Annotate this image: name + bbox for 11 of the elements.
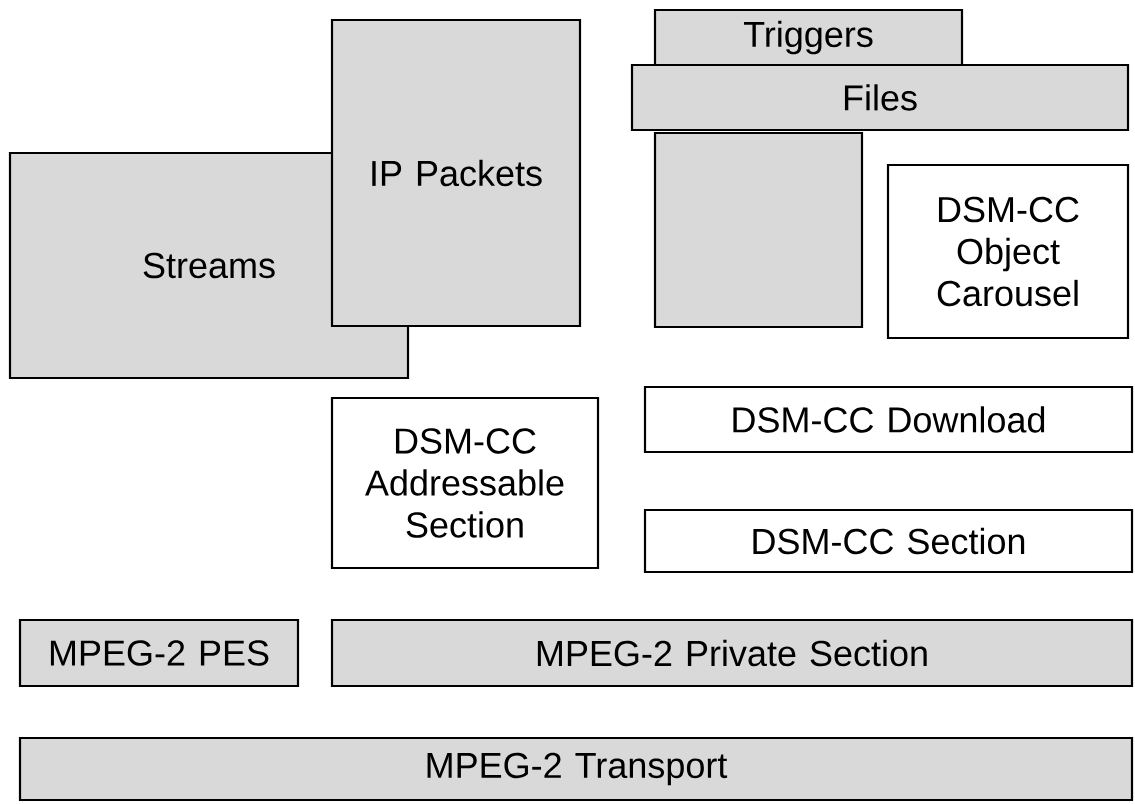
layer-box: DSM-CC Section	[643, 508, 1134, 574]
layer-box: DSM-CC Download	[643, 385, 1134, 454]
layer-box: Triggers	[653, 8, 964, 67]
empty-box	[653, 131, 864, 329]
layer-box: IP Packets	[330, 18, 582, 328]
layer-box: Files	[630, 63, 1130, 132]
layer-box: MPEG-2 Private Section	[330, 618, 1134, 688]
layer-box: MPEG-2 Transport	[18, 736, 1134, 802]
layer-box: MPEG-2 PES	[18, 618, 300, 688]
layer-box: DSM-CC Object Carousel	[886, 163, 1130, 340]
layer-box: DSM-CC Addressable Section	[330, 396, 600, 570]
